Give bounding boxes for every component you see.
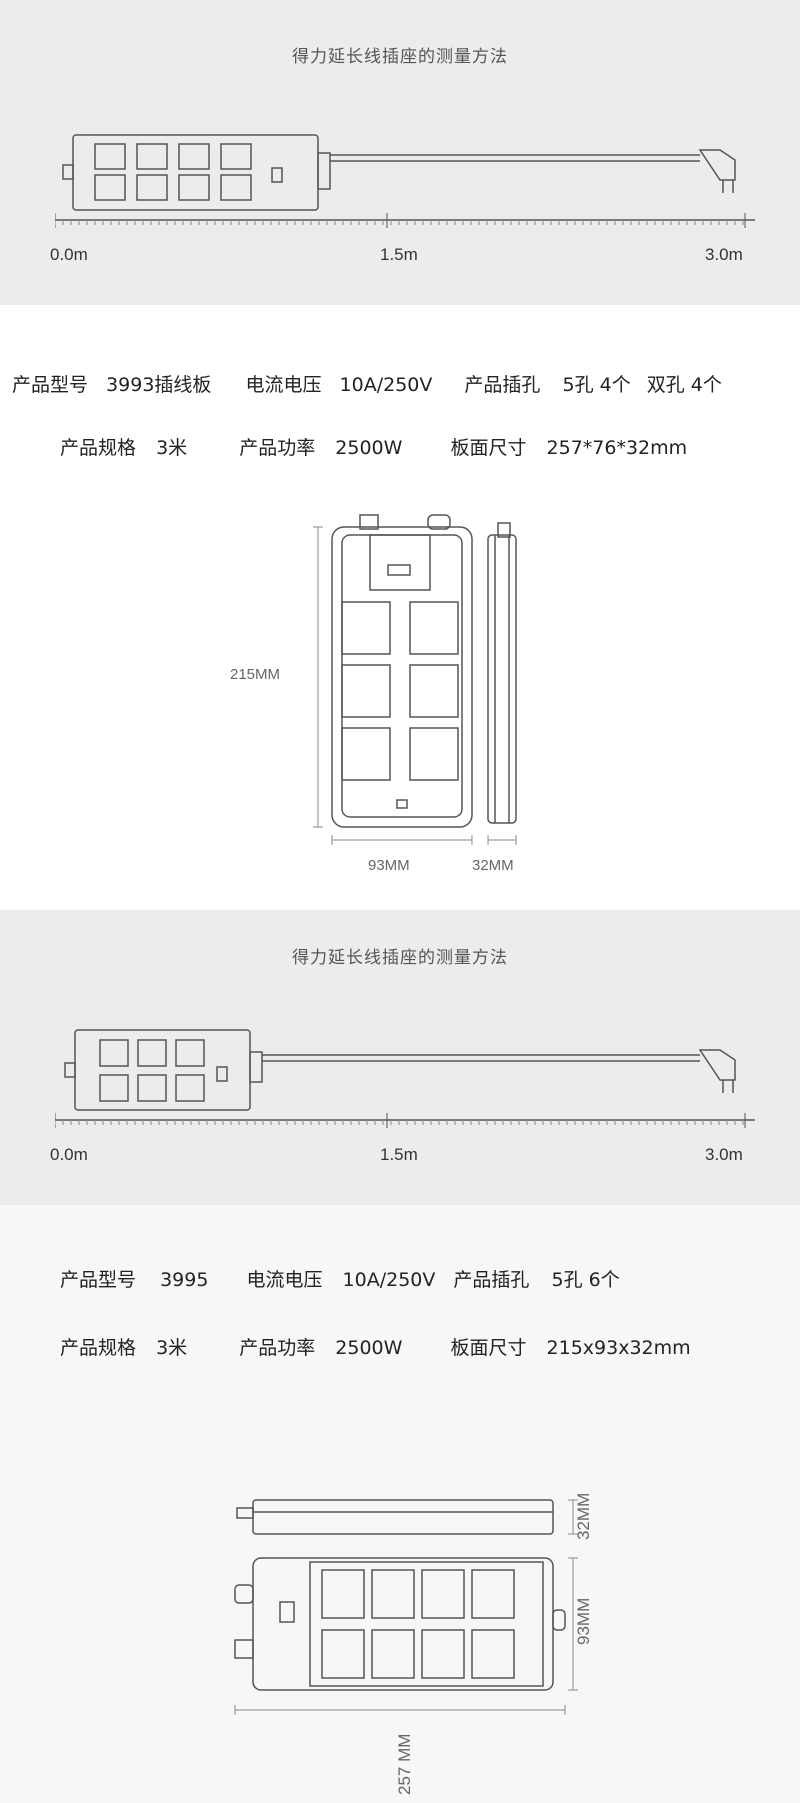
socket-value-1: 5孔 4个	[562, 374, 631, 396]
size-value-2: 3米	[156, 1337, 188, 1359]
section2-spec-background	[0, 1205, 800, 1803]
model-value-2: 3995	[160, 1269, 209, 1291]
power-strip-3993-side-drawing	[55, 134, 755, 228]
section2-band	[0, 910, 800, 1205]
spec-row-1: 产品型号 3993插线板 电流电压 10A/250V 产品插孔 5孔 4个 双孔…	[12, 370, 722, 397]
socket-value-2b: 5孔 6个	[551, 1269, 620, 1291]
power-value-2: 2500W	[335, 1337, 403, 1359]
power-strip-front-side-drawing	[313, 514, 517, 845]
panel-label: 板面尺寸	[450, 437, 527, 459]
ruler-mid-label: 1.5m	[380, 245, 418, 264]
length-dim-label: 257 MM	[395, 1733, 414, 1795]
panel-label-2: 板面尺寸	[450, 1337, 527, 1359]
ruler-end-label-2: 3.0m	[705, 1145, 743, 1164]
current-value-2: 10A/250V	[342, 1269, 436, 1291]
size-label: 产品规格	[60, 437, 137, 459]
socket-value-2: 双孔 4个	[646, 374, 722, 396]
depth-dim-label: 32MM	[472, 857, 514, 874]
current-label: 电流电压	[245, 374, 322, 396]
ruler-mid-label-2: 1.5m	[380, 1145, 418, 1164]
section2-title: 得力延长线插座的测量方法	[292, 948, 508, 968]
width-dim-label: 93MM	[368, 857, 410, 874]
socket-label-2: 产品插孔	[453, 1269, 530, 1291]
spec-row-2: 产品规格 3米 产品功率 2500W 板面尺寸 257*76*32mm	[60, 433, 687, 460]
size-label-2: 产品规格	[60, 1337, 137, 1359]
section1-band	[0, 0, 800, 305]
power-label: 产品功率	[239, 437, 316, 459]
model-label-2: 产品型号	[60, 1269, 137, 1291]
power-strip-bottom-drawing	[234, 1499, 578, 1715]
spec-row-3: 产品型号 3995 电流电压 10A/250V 产品插孔 5孔 6个	[60, 1265, 620, 1292]
current-value: 10A/250V	[339, 374, 433, 396]
power-value: 2500W	[335, 437, 403, 459]
power-strip-3995-side-drawing	[55, 1029, 755, 1128]
ruler-end-label: 3.0m	[705, 245, 743, 264]
power-label-2: 产品功率	[239, 1337, 316, 1359]
socket-label: 产品插孔	[464, 374, 541, 396]
ruler-start-label: 0.0m	[50, 245, 88, 264]
spec-row-4: 产品规格 3米 产品功率 2500W 板面尺寸 215x93x32mm	[60, 1333, 691, 1360]
panel-value-2: 215x93x32mm	[546, 1337, 691, 1359]
ruler-start-label-2: 0.0m	[50, 1145, 88, 1164]
model-value: 3993插线板	[106, 374, 212, 396]
current-label-2: 电流电压	[246, 1269, 323, 1291]
section1-title: 得力延长线插座的测量方法	[292, 47, 508, 67]
size-value: 3米	[156, 437, 188, 459]
model-label: 产品型号	[12, 374, 89, 396]
height-dim-label: 215MM	[230, 666, 281, 683]
width-dim-label-2: 93MM	[574, 1597, 593, 1645]
depth-dim-label-2: 32MM	[574, 1492, 593, 1540]
panel-value: 257*76*32mm	[546, 437, 688, 459]
